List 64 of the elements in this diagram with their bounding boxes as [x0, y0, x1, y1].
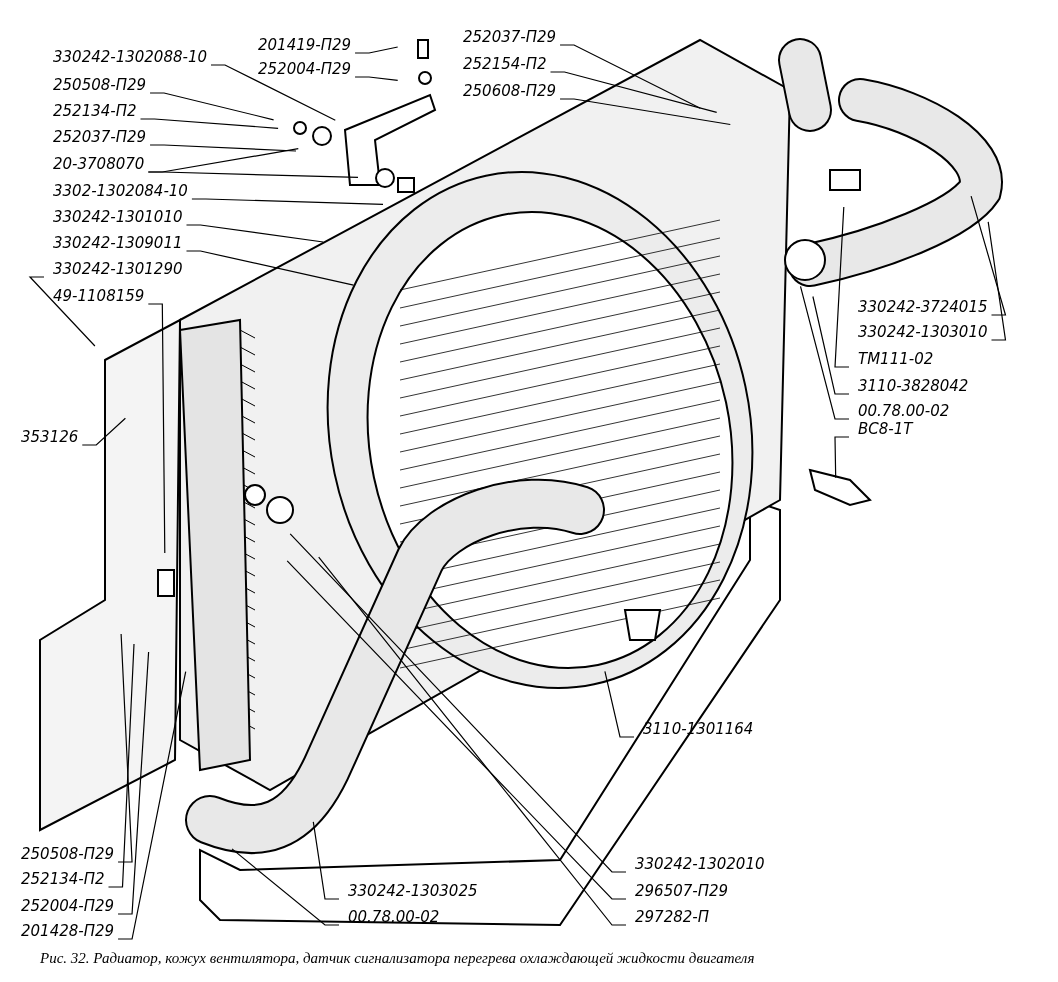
leader-line — [81, 417, 126, 446]
leader-line — [191, 198, 384, 205]
part-number: 252134-П2 — [18, 870, 108, 888]
leader-line — [834, 436, 850, 479]
leader-line — [318, 556, 627, 926]
leader-line — [970, 195, 1007, 316]
leader-line — [28, 276, 96, 347]
leader-line — [149, 144, 297, 152]
leader-line — [107, 643, 135, 888]
leader-line — [185, 224, 324, 243]
part-number: 49-1108159 — [50, 287, 148, 305]
part-number: 3110-3828042 — [855, 377, 972, 395]
leader-line — [559, 98, 731, 126]
part-number: 330242-1303025 — [345, 882, 481, 900]
leader-line — [147, 171, 359, 178]
part-number: 330242-1302088-10 — [50, 48, 210, 66]
part-number: 252004-П29 — [255, 60, 355, 78]
leader-line — [799, 285, 850, 420]
part-number: 296507-П29 — [632, 882, 732, 900]
leader-line — [147, 303, 166, 554]
part-number: 252154-П2 — [460, 55, 550, 73]
part-number: 250608-П29 — [460, 82, 560, 100]
leader-line — [117, 651, 150, 915]
part-number: 252037-П29 — [460, 28, 560, 46]
leader-line — [987, 221, 1007, 341]
part-number: 330242-1302010 — [632, 855, 768, 873]
part-number: 252037-П29 — [50, 128, 150, 146]
part-number: 330242-3724015 — [855, 298, 991, 316]
leader-line — [286, 560, 627, 900]
leader-line — [117, 633, 133, 863]
part-number: 297282-П — [632, 908, 712, 926]
part-number: 353126 — [18, 428, 82, 446]
part-number: 00.78.00-02 — [855, 402, 953, 420]
part-number: 20-3708070 — [50, 155, 148, 173]
leader-line — [117, 671, 187, 940]
part-number: 330242-1309011 — [50, 234, 186, 252]
leader-line — [289, 533, 627, 873]
part-number: ВС8-1Т — [855, 420, 916, 438]
part-number: 00.78.00-02 — [345, 908, 443, 926]
leader-line — [312, 821, 340, 900]
leader-line — [834, 206, 850, 368]
part-number: 330242-1303010 — [855, 323, 991, 341]
leader-line — [185, 250, 355, 286]
leader-line — [210, 64, 336, 121]
part-number: 201419-П29 — [255, 36, 355, 54]
part-number: 250508-П29 — [18, 845, 118, 863]
part-number: 3302-1302084-10 — [50, 182, 191, 200]
leader-line — [231, 848, 340, 926]
leader-line — [812, 295, 850, 395]
part-number: 252134-П2 — [50, 102, 140, 120]
leader-line — [559, 44, 701, 109]
leader-line — [149, 92, 275, 121]
part-number: 330242-1301010 — [50, 208, 186, 226]
part-number: 252004-П29 — [18, 897, 118, 915]
leader-line — [354, 76, 399, 81]
leader-line — [139, 118, 279, 129]
part-number: ТМ111-02 — [855, 350, 937, 368]
leader-line — [549, 71, 718, 113]
leader-line — [354, 46, 399, 54]
caption: Рис. 32. Радиатор, кожух вентилятора, датчик сигнализатора перегрева охлаждающей жидкости двигателя — [40, 950, 755, 967]
part-number: 330242-1301290 — [50, 260, 186, 278]
part-number: 201428-П29 — [18, 922, 118, 940]
part-number: 250508-П29 — [50, 76, 150, 94]
leader-line — [604, 670, 635, 738]
